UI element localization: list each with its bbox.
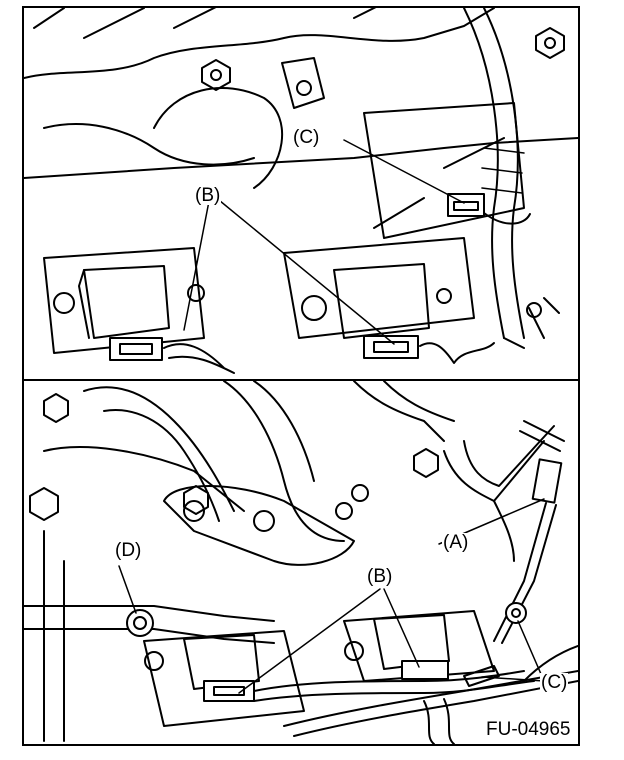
fuel-pipe-a: [519, 420, 565, 452]
pipe-fitting: [531, 458, 563, 504]
upper-casting-outline: [24, 8, 495, 79]
upper-casting-curve: [153, 87, 284, 189]
hex-bolt: [201, 59, 231, 91]
bottom-panel-drawing: [24, 381, 578, 744]
harness-clamp: [505, 602, 527, 624]
callout-b: (B): [366, 566, 394, 587]
hex-bolt: [535, 27, 565, 59]
top-panel-drawing: [24, 8, 578, 374]
leader-line-b: [383, 588, 420, 668]
hex-bolt: [43, 393, 69, 423]
harness-left: [163, 343, 235, 374]
leader-line-c: [343, 139, 465, 204]
engine-edge: [24, 137, 578, 179]
figure-id: FU-04965: [484, 719, 573, 740]
intake-manifold: [223, 381, 345, 542]
ignition-coil-left: [183, 634, 260, 690]
callout-d: (D): [114, 540, 143, 561]
flange: [163, 485, 355, 566]
ignition-coil-right: [333, 263, 430, 339]
mounting-plate: [363, 102, 525, 239]
figure-frame: [22, 6, 580, 746]
upper-casting-rib: [33, 8, 377, 39]
harness-clamp: [463, 665, 500, 687]
coil-base-left: [43, 247, 205, 354]
connector-right: [363, 335, 419, 359]
upper-casting-curve: [43, 123, 255, 166]
connector-right: [401, 660, 449, 680]
coil-base-right: [283, 237, 475, 339]
leader-line-c: [481, 676, 545, 682]
connector-left: [109, 337, 163, 361]
hex-bolt: [29, 487, 59, 521]
callout-a: (A): [442, 532, 470, 553]
leader-line-c: [517, 620, 545, 682]
hex-bolt: [183, 485, 209, 515]
callout-b: (B): [194, 185, 222, 206]
callout-c: (C): [540, 672, 569, 693]
top-panel: (C) (B): [24, 8, 578, 379]
coil-base-left: [143, 630, 305, 727]
ignition-coil-left: [83, 265, 170, 339]
panel-divider: [22, 379, 580, 381]
connector-left: [203, 680, 255, 702]
leader-line-b: [183, 195, 211, 331]
harness-right: [419, 342, 495, 364]
bottom-panel: (A) (D) (B) (C): [24, 381, 578, 744]
hex-bolt: [413, 448, 439, 478]
fuel-rail: [24, 605, 275, 644]
leader-line-b: [213, 195, 395, 345]
intake-manifold: [83, 386, 235, 522]
leader-line-b: [238, 588, 381, 694]
vertical-hose: [463, 8, 505, 339]
bolt-d: [126, 609, 154, 637]
callout-c: (C): [292, 127, 321, 148]
coil-base-right: [343, 610, 495, 682]
leader-line-d: [118, 565, 137, 614]
bracket: [281, 57, 325, 109]
